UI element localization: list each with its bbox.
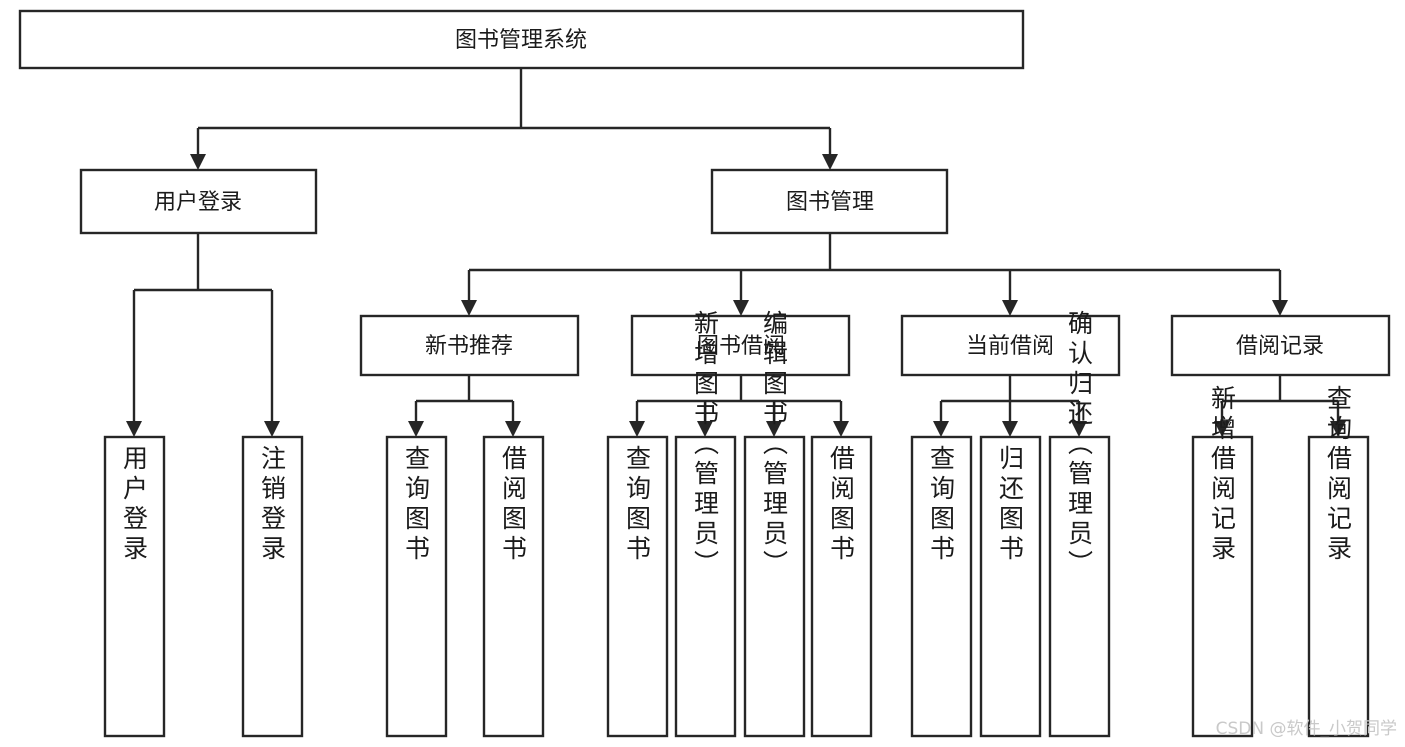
leaf-current-return-book-label: 归还图书 bbox=[996, 445, 1025, 565]
leaf-borrow-borrow-book-label: 借阅图书 bbox=[827, 445, 856, 565]
edge-group-user-login bbox=[126, 233, 280, 437]
leaf-record-query-label: 查询借阅记录 bbox=[1324, 385, 1353, 565]
leaf-borrow-edit-book-label: 编辑图书（管理员） bbox=[760, 310, 789, 580]
edge-group-book-management bbox=[461, 233, 1288, 316]
node-root-label: 图书管理系统 bbox=[455, 28, 587, 53]
leaf-user-login-query-label: 用户登录 bbox=[120, 445, 149, 565]
node-new-book-recommend[interactable]: 新书推荐 bbox=[359, 314, 580, 377]
leaf-borrow-add-book[interactable]: 新增图书（管理员） bbox=[674, 310, 737, 738]
node-book-management[interactable]: 图书管理 bbox=[710, 168, 949, 235]
node-book-borrow[interactable]: 图书借阅 bbox=[630, 314, 851, 377]
node-current-borrow[interactable]: 当前借阅 bbox=[900, 314, 1121, 377]
node-book-borrow-label: 图书借阅 bbox=[697, 334, 785, 359]
edge-group-root bbox=[190, 68, 838, 170]
leaf-borrow-edit-book[interactable]: 编辑图书（管理员） bbox=[743, 310, 806, 738]
leaf-current-return-book[interactable]: 归还图书 bbox=[979, 435, 1042, 738]
leaf-user-logout-label: 注销登录 bbox=[258, 445, 287, 565]
leaf-newbook-query-book-label: 查询图书 bbox=[402, 445, 431, 565]
edge-group-book-borrow bbox=[629, 375, 849, 437]
leaf-current-confirm-return[interactable]: 确认归还（管理员） bbox=[1048, 310, 1111, 738]
node-new-book-recommend-label: 新书推荐 bbox=[425, 334, 513, 359]
leaf-borrow-borrow-book[interactable]: 借阅图书 bbox=[810, 435, 873, 738]
leaf-borrow-query-book-label: 查询图书 bbox=[623, 445, 652, 565]
leaf-user-logout[interactable]: 注销登录 bbox=[241, 435, 304, 738]
node-borrow-record[interactable]: 借阅记录 bbox=[1170, 314, 1391, 377]
node-borrow-record-label: 借阅记录 bbox=[1236, 334, 1324, 359]
leaf-newbook-query-book[interactable]: 查询图书 bbox=[385, 435, 448, 738]
leaf-newbook-borrow-book-label: 借阅图书 bbox=[499, 445, 528, 565]
node-current-borrow-label: 当前借阅 bbox=[966, 334, 1054, 359]
edge-group-new-book bbox=[408, 375, 521, 437]
leaf-record-query[interactable]: 查询借阅记录 bbox=[1307, 385, 1370, 738]
leaf-record-add-label: 新增借阅记录 bbox=[1208, 385, 1237, 565]
leaf-newbook-borrow-book[interactable]: 借阅图书 bbox=[482, 435, 545, 738]
node-user-login[interactable]: 用户登录 bbox=[79, 168, 318, 235]
edge-group-borrow-record bbox=[1214, 375, 1346, 437]
leaf-user-login-query[interactable]: 用户登录 bbox=[103, 435, 166, 738]
leaf-current-query-book-label: 查询图书 bbox=[927, 445, 956, 565]
leaf-current-query-book[interactable]: 查询图书 bbox=[910, 435, 973, 738]
leaf-borrow-query-book[interactable]: 查询图书 bbox=[606, 435, 669, 738]
node-book-management-label: 图书管理 bbox=[786, 190, 874, 215]
node-root-system[interactable]: 图书管理系统 bbox=[18, 9, 1025, 70]
leaf-record-add[interactable]: 新增借阅记录 bbox=[1191, 385, 1254, 738]
node-user-login-label: 用户登录 bbox=[154, 190, 242, 215]
edge-group-current-borrow bbox=[933, 375, 1087, 437]
leaf-borrow-add-book-label: 新增图书（管理员） bbox=[691, 310, 720, 580]
leaf-current-confirm-return-label: 确认归还（管理员） bbox=[1065, 310, 1094, 580]
